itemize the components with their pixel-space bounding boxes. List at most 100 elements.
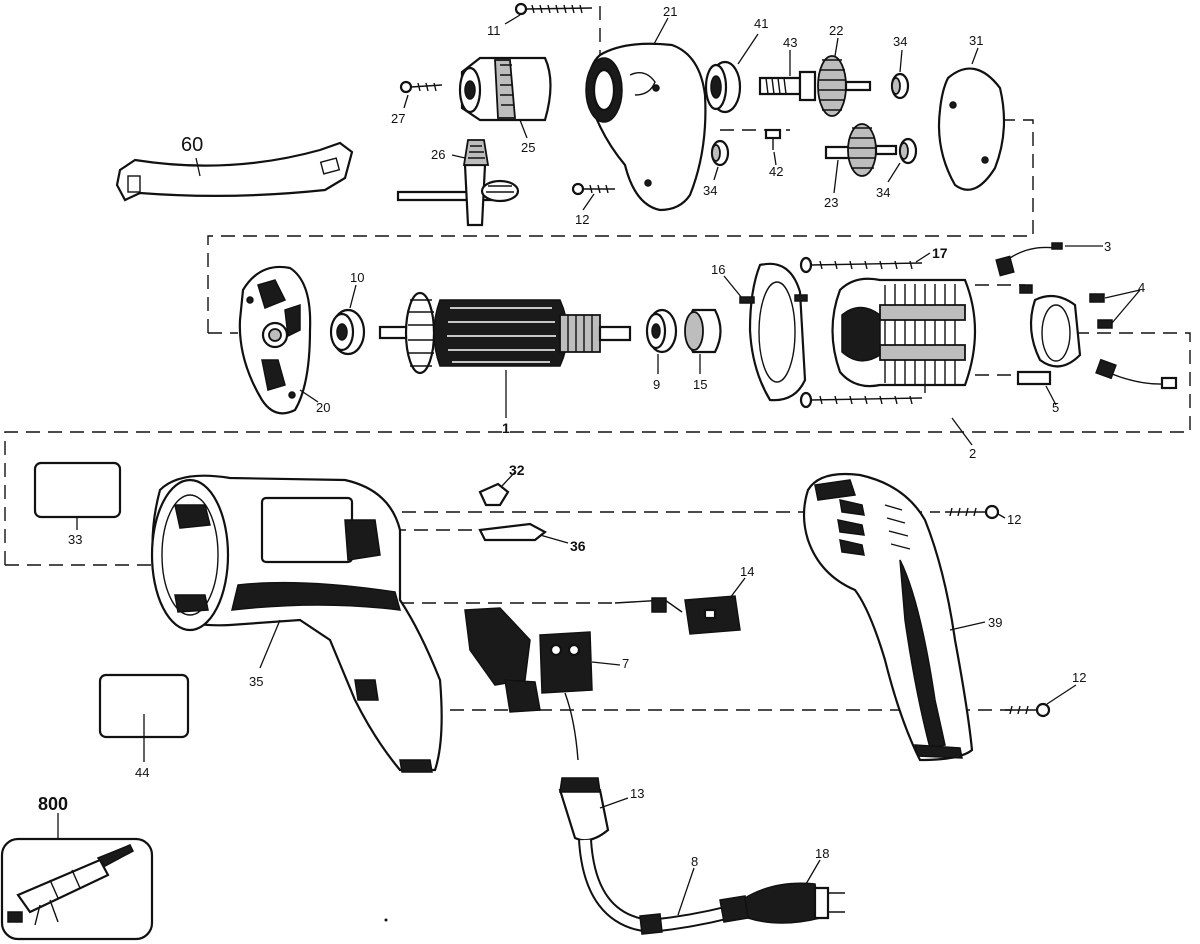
- callout-36: 36: [570, 538, 586, 554]
- leader-18: [805, 859, 821, 885]
- leader-12c: [1046, 684, 1077, 705]
- callout-31: 31: [969, 33, 983, 48]
- callout-15: 15: [693, 377, 707, 392]
- part-21-gear-case: [585, 42, 707, 212]
- part-9-bearing: [645, 308, 678, 354]
- callout-5: 5: [1052, 400, 1059, 415]
- part-34-bushing-bottom: [898, 137, 918, 165]
- leader-14: [729, 577, 746, 599]
- leader-60: [195, 157, 201, 177]
- leader-13: [599, 797, 629, 809]
- leader-32: [501, 471, 516, 487]
- part-36-reversing-lever: [478, 522, 547, 542]
- leader-5: [1045, 385, 1057, 406]
- leader-10: [349, 284, 357, 309]
- part-43-spindle: [758, 70, 817, 102]
- leader-22: [834, 37, 839, 57]
- callout-2: 2: [969, 446, 976, 461]
- leader-36: [539, 534, 569, 544]
- part-42-screw: [764, 128, 782, 150]
- callout-18: 18: [815, 846, 829, 861]
- part-33-label: [33, 461, 122, 519]
- leader-8: [677, 867, 695, 916]
- leader-4a: [1104, 289, 1141, 299]
- leader-7: [591, 661, 621, 666]
- part-34-bushing-top: [890, 72, 910, 100]
- callout-17: 17: [932, 245, 948, 261]
- part-11-screw: [514, 2, 593, 16]
- leader-26: [451, 154, 466, 159]
- part-13-cord-protector: [558, 777, 610, 842]
- part-35-housing: [150, 474, 443, 773]
- callout-34c: 34: [876, 185, 890, 200]
- part-12-screw-top: [571, 182, 615, 196]
- callout-12a: 12: [575, 212, 589, 227]
- callout-10: 10: [350, 270, 364, 285]
- part-14-switch-lead: [614, 595, 741, 635]
- callout-43: 43: [783, 35, 797, 50]
- part-20-end-plate: [238, 265, 312, 415]
- leader-42: [773, 151, 777, 166]
- callout-800: 800: [38, 794, 68, 814]
- part-26-chuck-key: [396, 139, 520, 227]
- leader-21: [653, 17, 669, 45]
- part-4-brush-holder: [1019, 284, 1113, 368]
- callout-34b: 34: [893, 34, 907, 49]
- callout-21: 21: [663, 4, 677, 19]
- part-5-brush-lead-lower: [1016, 358, 1178, 390]
- part-8-cord: [578, 839, 749, 935]
- leader-34c: [887, 162, 901, 183]
- part-22-gear: [817, 55, 872, 117]
- part-800-service-kit: [0, 837, 154, 941]
- part-7-switch: [464, 607, 593, 761]
- callout-4: 4: [1138, 280, 1145, 295]
- leader-4b: [1111, 289, 1141, 324]
- part-25-chuck: [458, 56, 552, 122]
- part-41-bearing: [704, 60, 742, 114]
- leader-2: [951, 417, 973, 446]
- leader-23: [833, 159, 839, 194]
- part-60-clip: [115, 141, 354, 202]
- callout-11: 11: [487, 23, 501, 38]
- part-12-screw-right-lower: [1005, 702, 1051, 718]
- callout-22: 22: [829, 23, 843, 38]
- callout-39: 39: [988, 615, 1002, 630]
- leader-17: [915, 252, 931, 263]
- callout-60: 60: [181, 134, 203, 156]
- callout-12b: 12: [1007, 512, 1021, 527]
- leader-20: [299, 389, 319, 403]
- part-17-screw: [799, 256, 923, 274]
- leader-41: [737, 33, 759, 65]
- callout-33: 33: [68, 532, 82, 547]
- leader-16: [723, 275, 743, 299]
- leader-11: [504, 14, 521, 25]
- callout-35: 35: [249, 674, 263, 689]
- callout-20: 20: [316, 400, 330, 415]
- leader-34b: [899, 49, 903, 73]
- leader-12a: [582, 193, 595, 211]
- callout-16: 16: [711, 262, 725, 277]
- part-15-bearing-sleeve: [684, 308, 722, 354]
- leader-27: [403, 94, 409, 109]
- part-23-gear-shaft: [824, 123, 898, 177]
- callout-25: 25: [521, 140, 535, 155]
- part-18-plug: [744, 882, 845, 924]
- leader-35: [259, 619, 281, 669]
- callout-14: 14: [740, 564, 754, 579]
- leader-25: [519, 119, 528, 139]
- part-31-gasket: [937, 67, 1006, 191]
- part-39-handle-half: [802, 472, 974, 762]
- part-27-screw: [399, 80, 443, 94]
- callout-7: 7: [622, 656, 629, 671]
- callout-8: 8: [691, 854, 698, 869]
- part-32-lock-button: [478, 482, 510, 507]
- callout-1: 1: [502, 420, 510, 436]
- part-3-brush-lead: [995, 242, 1063, 277]
- callout-3: 3: [1104, 239, 1111, 254]
- leader-12b: [997, 513, 1006, 519]
- callout-26: 26: [431, 147, 445, 162]
- part-10-bearing: [329, 308, 366, 356]
- callout-41: 41: [754, 16, 768, 31]
- callout-12c: 12: [1072, 670, 1086, 685]
